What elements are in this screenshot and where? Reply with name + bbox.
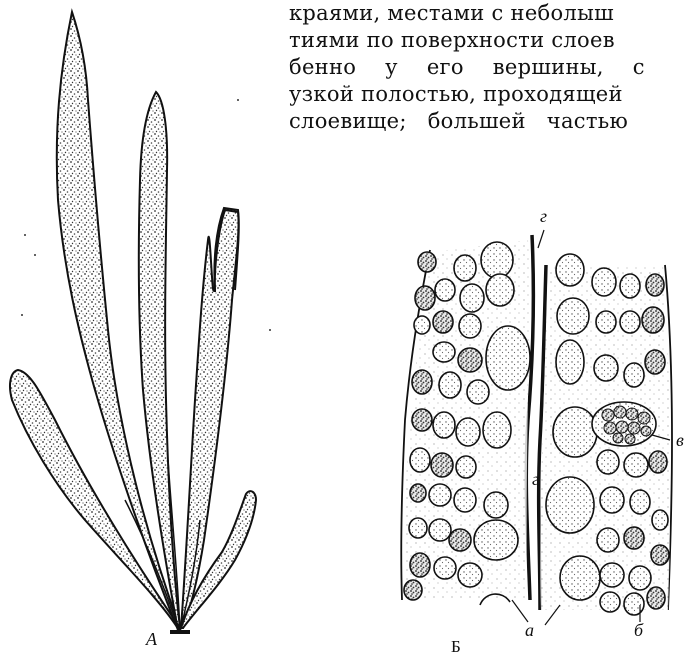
- holdfast: [170, 630, 190, 634]
- label-g-top: г: [540, 206, 547, 226]
- figure-a-thallus: [10, 12, 271, 634]
- figure-b-section: [401, 230, 672, 625]
- label-g-mid: г: [532, 469, 539, 489]
- label-a-lower: а: [525, 620, 534, 640]
- blade-second: [139, 92, 180, 630]
- label-b-figure: Б: [451, 637, 461, 655]
- label-v: в: [676, 430, 684, 450]
- label-a: А: [145, 629, 158, 649]
- label-b-lower: б: [634, 620, 644, 640]
